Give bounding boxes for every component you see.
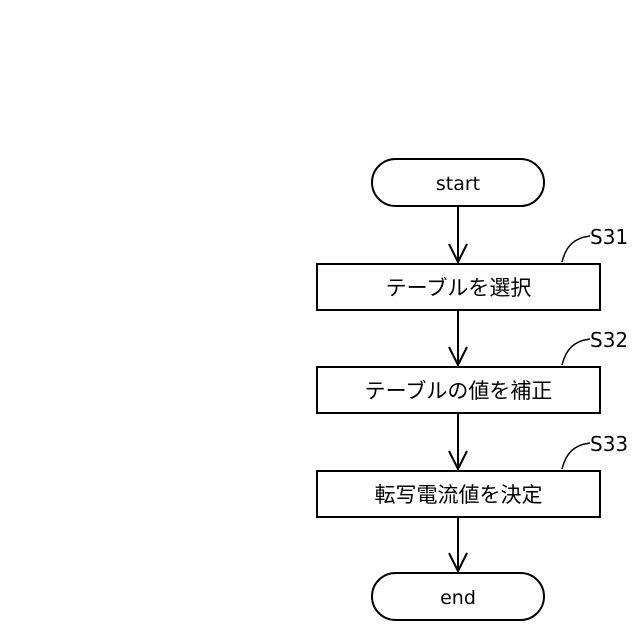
step-leader-s31 [562, 236, 590, 262]
process-step-s33: 転写電流値を決定 S33 [317, 432, 628, 517]
process-label-s32: テーブルの値を補正 [365, 379, 553, 403]
step-leader-s32 [562, 339, 590, 365]
arrow-s33-to-end [449, 517, 467, 571]
step-leader-s33 [562, 443, 590, 469]
start-node: start [372, 159, 544, 206]
step-id-s31: S31 [590, 225, 628, 249]
process-step-s31: テーブルを選択 S31 [317, 225, 628, 310]
arrow-start-to-s31 [449, 206, 467, 262]
arrow-s32-to-s33 [449, 413, 467, 469]
end-label: end [440, 587, 476, 609]
process-step-s32: テーブルの値を補正 S32 [317, 328, 628, 413]
arrow-s31-to-s32 [449, 310, 467, 365]
end-node: end [372, 573, 544, 620]
step-id-s32: S32 [590, 328, 628, 352]
start-label: start [436, 173, 480, 195]
process-label-s31: テーブルを選択 [386, 276, 532, 300]
process-label-s33: 転写電流値を決定 [375, 483, 543, 507]
step-id-s33: S33 [590, 432, 628, 456]
